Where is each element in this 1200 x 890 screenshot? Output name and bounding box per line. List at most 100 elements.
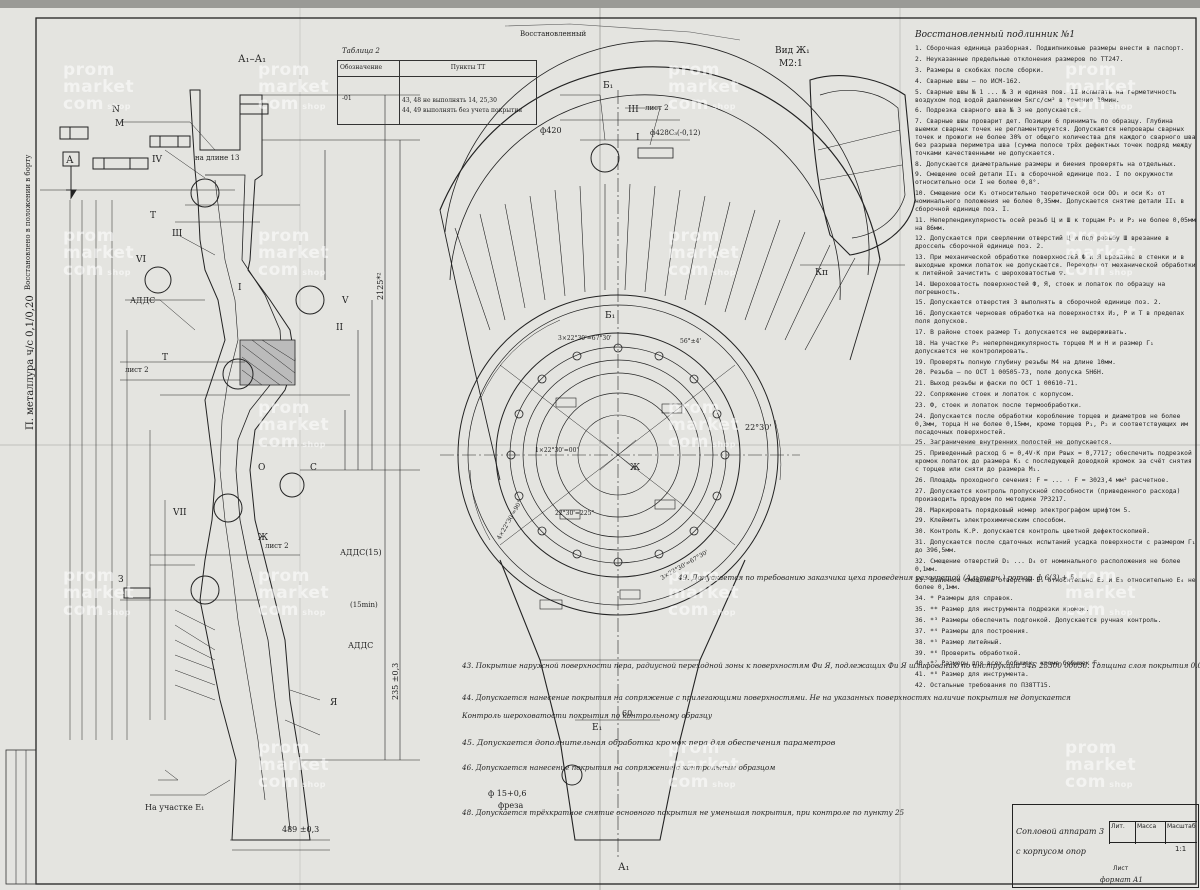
note-item: 21. Выход резьбы и фаски по ОСТ 1 00610-… xyxy=(915,380,1079,388)
label-U: Ш xyxy=(172,229,182,239)
watermark-line1: prom xyxy=(668,226,720,246)
note-item: 25. Заграничение внутренних полостей не … xyxy=(915,439,1113,447)
label-I: I xyxy=(238,283,242,293)
note-item: 7. Сварные швы проварит дет. Позиции 6 п… xyxy=(915,118,1196,157)
note-item: 38. *⁵ Размер литейный. xyxy=(915,638,1003,646)
table-2-row1-text-b: 44, 49 выполнять без учета покрытия xyxy=(402,107,523,114)
watermark-line2: market xyxy=(63,77,135,97)
note-item: 1. Сборочная единица разборная. Подшипни… xyxy=(915,45,1185,53)
label-nauchastke: На участке Е₁ xyxy=(145,803,204,812)
watermark-line2: market xyxy=(668,583,740,603)
watermark-line1: prom xyxy=(668,60,720,80)
watermark-line1: prom xyxy=(668,398,720,418)
table-2-col1: Обозначение xyxy=(338,61,400,77)
dim-60: 60 xyxy=(622,709,632,718)
watermark-line2: market xyxy=(1065,583,1137,603)
title-block: Лит. Масса Масштаб 1:1 Лист Сопловой апп… xyxy=(1012,804,1199,888)
watermark-line1: prom xyxy=(1065,226,1117,246)
top-tab: Восстановленный xyxy=(520,30,587,38)
watermark-line3: com shop xyxy=(668,600,736,620)
watermark-line1: prom xyxy=(668,566,720,586)
watermark-line3: com shop xyxy=(258,600,326,620)
note-item: 9. Смещение осей детали II₁ в сборочной … xyxy=(915,171,1173,187)
section-name: А₁–А₁ xyxy=(238,54,266,65)
note-item: 15. Допускается отверстия З выполнять в … xyxy=(915,299,1162,307)
label-I-main: I xyxy=(636,133,640,143)
watermark-line3: com shop xyxy=(63,600,131,620)
note-item: 32. Смещение отверстий D₁ ... D₄ от номи… xyxy=(915,557,1181,573)
product-name-2: с корпусом опор xyxy=(1016,847,1086,856)
label-V: V xyxy=(341,296,349,306)
watermark-line2: market xyxy=(63,243,135,263)
dim-2230: 22°30' xyxy=(745,423,772,432)
label-E1: Е₁ xyxy=(592,723,602,733)
note-item: 33. Взаимное смещение отверстий E₁ относ… xyxy=(915,576,1196,592)
note-item: 2. Неуказанные предельные отклонения раз… xyxy=(915,56,1124,64)
watermark-line1: prom xyxy=(258,60,310,80)
watermark-line1: prom xyxy=(1065,566,1117,586)
hand-note-48: 46. Допускается нанесение покрытия на со… xyxy=(461,763,775,772)
sheet-label: Лист xyxy=(1113,865,1129,872)
note-item: 26. Площадь проходного сечения: F = ... … xyxy=(915,476,1170,484)
note-item: 39. *⁶ Проверить обработкой. xyxy=(915,649,1022,657)
note-item: 25. Приведенный расход G = 0,4V·K при Pв… xyxy=(915,450,1192,474)
label-B1-top: Б₁ xyxy=(603,81,613,91)
watermark-line3: com shop xyxy=(258,260,326,280)
angle-x3: 3×22°30'=67°30' xyxy=(558,335,612,342)
note-item: 23. Ф, стоек и лопаток после термообрабо… xyxy=(915,402,1082,410)
note-item: 4. Сварные швы — по ИСМ-162. xyxy=(915,77,1022,85)
label-T2: Т xyxy=(162,353,168,363)
label-II: II xyxy=(336,323,344,333)
dim-2125: 2125*² xyxy=(376,272,385,300)
note-item: 12. Допускается при сверлении отверстий … xyxy=(915,235,1170,251)
hand-note-47: 45. Допускается дополнительная обработка… xyxy=(461,738,836,747)
table-2-caption: Таблица 2 xyxy=(342,47,380,55)
watermark-line1: prom xyxy=(63,566,115,586)
product-name-1: Сопловой аппарат 3 xyxy=(1016,827,1105,836)
view-label: Вид Ж₁ xyxy=(775,46,810,56)
label-na-dline: на длине 13 xyxy=(195,154,239,162)
label-B1-lower: Б₁ xyxy=(605,311,615,321)
label-sheet2-main: лист 2 xyxy=(645,104,669,112)
table-2-row1-code: -01 xyxy=(338,77,400,124)
note-item: 31. Допускается после сдаточных испытани… xyxy=(915,539,1196,554)
watermark-line1: prom xyxy=(63,226,115,246)
dim-235: 235 ±0,3 xyxy=(391,663,400,700)
note-item: 8. Допускается диаметральные размеры и б… xyxy=(915,160,1177,168)
angle-56: 56°±4' xyxy=(680,338,701,345)
watermark-line2: market xyxy=(668,415,740,435)
note-item: 22. Сопряжение стоек и лопаток с корпусо… xyxy=(915,391,1075,399)
label-VII: VII xyxy=(172,508,187,518)
watermark-line3: com shop xyxy=(63,260,131,280)
note-item: 17. В районе стоек размер Т₁ допускается… xyxy=(915,329,1128,337)
label-adds: АДДС xyxy=(130,296,155,305)
note-item: 3. Размеры в скобках после сборки. xyxy=(915,66,1044,74)
watermark-line2: market xyxy=(1065,243,1137,263)
note-item: 11. Неперпендикулярность осей резьб Ц и … xyxy=(915,216,1196,232)
hand-note-49: 48. Допускается трёхкратное снятие основ… xyxy=(461,808,905,817)
label-15min: (15min) xyxy=(350,601,378,609)
watermark-line3: com shop xyxy=(668,94,736,114)
note-item: 13. При механической обработке поверхнос… xyxy=(915,254,1196,277)
watermark-line3: com shop xyxy=(1065,94,1133,114)
label-C: С xyxy=(310,463,317,473)
watermark-line3: com shop xyxy=(258,772,326,792)
note-item: 40. *⁷ Размеры для всех бобышек, кроме б… xyxy=(915,660,1105,668)
label-VI: VI xyxy=(135,255,146,265)
lit-cell: Лит. xyxy=(1109,822,1138,844)
label-IV: IV xyxy=(152,155,163,165)
watermark-line2: market xyxy=(258,583,330,603)
hand-note-44: 49. Допускается по требованию заказчика … xyxy=(677,573,1075,582)
label-adds15: АДДС(15) xyxy=(340,548,382,557)
table-2-row1-text-a: 43, 48 не выполнять 14, 25,30 xyxy=(402,97,497,104)
watermark-line1: prom xyxy=(1065,738,1117,758)
